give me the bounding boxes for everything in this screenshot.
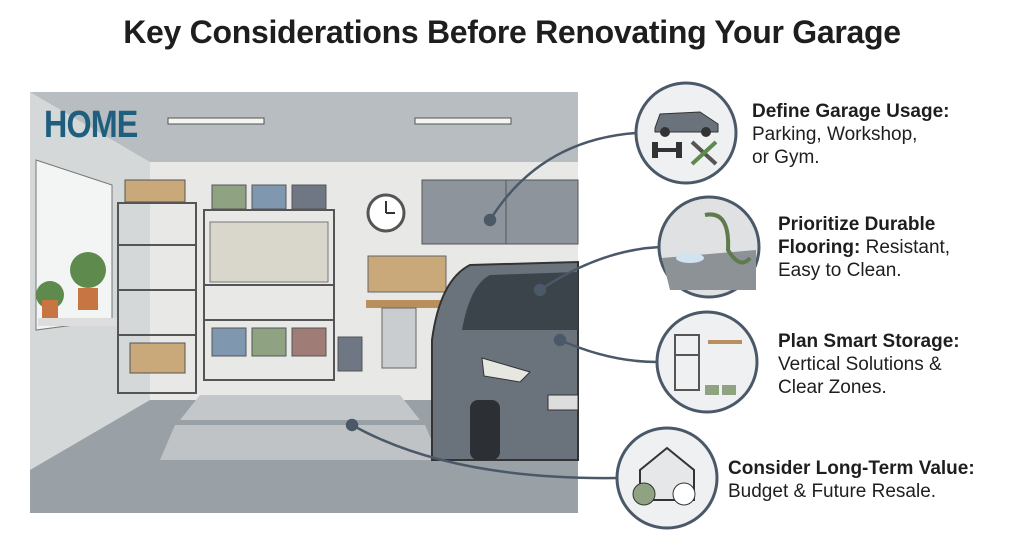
hose-floor-icon [657,195,761,299]
item-heading: Define Garage Usage: [752,101,950,122]
connector-lines [345,131,661,480]
item-heading: Prioritize Durable [778,214,936,235]
car-gym-tools-icon [634,81,738,185]
item-garage-usage: Define Garage Usage: Parking, Workshop, … [752,100,949,169]
house-money-clock-icon [615,426,719,530]
item-text: Vertical Solutions & [778,354,942,375]
item-heading: Consider Long-Term Value: [728,458,975,479]
item-heading: Plan Smart Storage: [778,331,960,352]
item-text: Parking, Workshop, [752,124,918,145]
item-text: Easy to Clean. [778,260,902,281]
shelves-storage-icon [655,310,759,414]
item-long-term-value: Consider Long-Term Value: Budget & Futur… [728,457,975,503]
item-durable-flooring: Prioritize Durable Flooring: Resistant, … [778,213,950,282]
home-logo: HOME [44,104,138,146]
item-text: Budget & Future Resale. [728,481,937,502]
item-text: Resistant, [860,237,951,258]
item-text: Clear Zones. [778,377,887,398]
page-title: Key Considerations Before Renovating You… [123,14,901,50]
item-smart-storage: Plan Smart Storage: Vertical Solutions &… [778,330,960,399]
item-heading: Flooring: [778,237,861,258]
garage-scene [30,92,579,513]
item-text: or Gym. [752,147,820,168]
